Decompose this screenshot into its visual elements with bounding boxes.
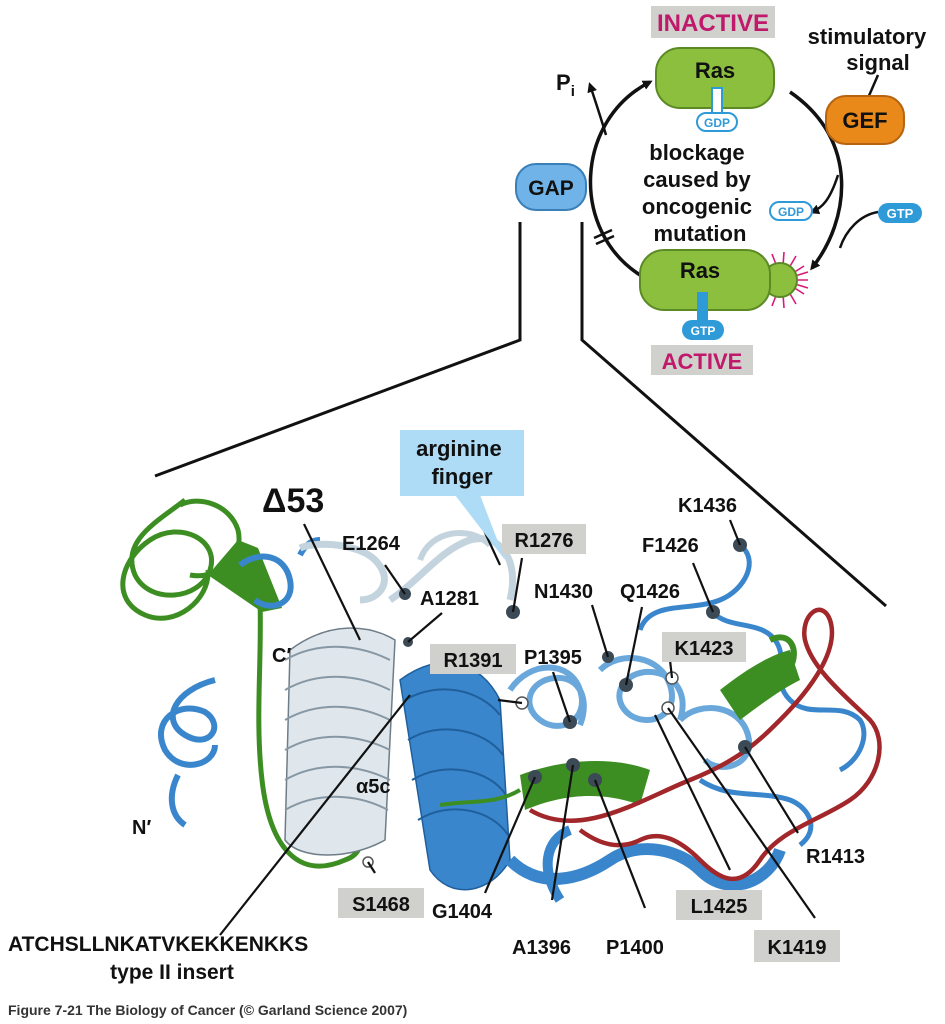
gtp-bound-badge: [682, 320, 724, 340]
gap-box: [515, 163, 587, 211]
residue-p1395: P1395: [524, 647, 582, 669]
residue-f1426: F1426: [642, 535, 699, 557]
residue-a1281: A1281: [420, 588, 479, 610]
residue-box-k1423: [662, 632, 746, 662]
n-term-label: N′: [132, 817, 151, 839]
c-term-label: C′: [272, 645, 291, 667]
gtp-stem-bottom: [697, 292, 708, 322]
gap-structure: arginine finger Δ53 C′ N′ α5c E1264 A128…: [8, 430, 882, 984]
stimulatory-line: [866, 74, 880, 99]
delta53-label: Δ53: [262, 482, 324, 520]
residue-a1396: A1396: [512, 937, 571, 959]
arginine-finger-label: arginine finger: [416, 436, 508, 489]
residue-box-r1276: [502, 524, 586, 554]
white-helix-delta53: [284, 530, 517, 856]
ras-cycle: INACTIVE Ras GDP stimulatory signal GEF …: [515, 6, 933, 375]
residue-p1400: P1400: [606, 937, 664, 959]
leader-lines: [219, 495, 816, 936]
green-strands-right: [439, 634, 800, 810]
arginine-finger-pointer: [455, 495, 505, 560]
gtp-free-label: GTP: [887, 206, 914, 221]
zoom-lines: [154, 222, 887, 608]
insert-sequence: ATCHSLLNKATVKEKKENKKS: [8, 933, 308, 956]
residue-k1436: K1436: [678, 495, 737, 517]
residue-k1423: K1423: [675, 638, 734, 660]
gdp-bound-badge: [696, 112, 738, 132]
gtp-free-badge: [878, 203, 922, 223]
residue-s1468: S1468: [352, 894, 410, 916]
green-strand-left: [208, 540, 282, 612]
inactive-badge: [651, 6, 775, 38]
gtp-bound-label: GTP: [691, 324, 716, 338]
residue-r1391: R1391: [444, 650, 503, 672]
residue-box-r1391: [430, 644, 516, 674]
residue-box-s1468: [338, 888, 424, 918]
ras-active-label: Ras: [680, 258, 720, 283]
insert-label: type II insert: [110, 961, 234, 984]
gdp-stem-top: [711, 87, 723, 115]
residue-g1404: G1404: [432, 901, 493, 923]
residue-q1426: Q1426: [620, 581, 680, 603]
active-badge: [651, 345, 753, 375]
gef-box: [825, 95, 905, 145]
residue-box-l1425: [676, 890, 762, 920]
blockage-mark: [593, 228, 615, 246]
gdp-free-label: GDP: [778, 205, 804, 219]
ras-inactive-label: Ras: [695, 58, 735, 83]
light-blue-helix: [507, 655, 753, 770]
residue-r1413: R1413: [806, 846, 865, 868]
residue-r1276: R1276: [515, 530, 574, 552]
red-loop: [528, 607, 882, 881]
active-label: ACTIVE: [662, 349, 743, 374]
residue-box-k1419: [754, 930, 840, 962]
arrow-inactive-to-active: [789, 90, 844, 271]
gdp-bound-label: GDP: [704, 116, 730, 130]
arginine-finger-callout: [400, 430, 524, 496]
arrow-gtp-entry: [838, 210, 879, 249]
arrow-active-to-inactive: [588, 80, 653, 277]
arrow-pi-release: [587, 82, 608, 136]
arrow-gdp-release: [809, 174, 840, 215]
inactive-label: INACTIVE: [657, 10, 769, 37]
stimulatory-label: stimulatory signal: [808, 24, 933, 75]
pi-label: Pi: [556, 70, 575, 100]
alpha5c-label: α5c: [356, 776, 391, 798]
residue-l1425: L1425: [691, 896, 748, 918]
gap-label: GAP: [528, 177, 574, 200]
figure-caption: Figure 7-21 The Biology of Cancer (© Gar…: [8, 1002, 407, 1018]
blockage-label: blockage caused by oncogenic mutation: [642, 140, 758, 246]
residue-e1264: E1264: [342, 533, 401, 555]
residue-k1419: K1419: [768, 937, 827, 959]
residue-n1430: N1430: [534, 581, 593, 603]
gef-label: GEF: [842, 108, 887, 133]
gdp-free-badge: [769, 201, 813, 221]
